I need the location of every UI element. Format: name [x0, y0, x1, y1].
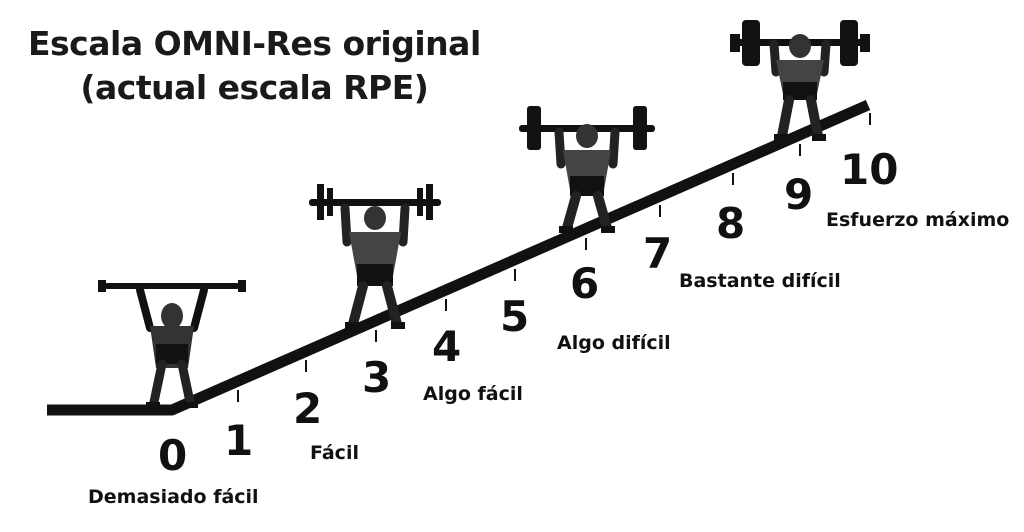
scale-number-9: 9 — [784, 170, 813, 219]
label-algo-dificil: Algo difícil — [557, 332, 671, 354]
effort-ramp — [47, 99, 871, 416]
title-line-2: (actual escala RPE) — [80, 68, 429, 107]
weightlifter-overhead-bar-icon — [98, 280, 246, 408]
diagram-title: Escala OMNI-Res original (actual escala … — [28, 22, 481, 110]
ramp-ticks — [237, 113, 871, 402]
scale-number-2: 2 — [293, 384, 322, 433]
scale-number-6: 6 — [570, 259, 599, 308]
scale-number-8: 8 — [716, 199, 745, 248]
label-esfuerzo-maximo: Esfuerzo máximo — [826, 209, 1009, 231]
label-demasiado-facil: Demasiado fácil — [88, 486, 259, 508]
weightlifter-light-plates-icon — [309, 184, 441, 329]
scale-number-10: 10 — [840, 145, 898, 194]
scale-number-7: 7 — [643, 229, 672, 278]
scale-numbers: 0 1 2 3 4 5 6 7 8 9 10 — [158, 145, 898, 480]
scale-number-5: 5 — [500, 292, 529, 341]
label-algo-facil: Algo fácil — [423, 383, 523, 405]
effort-labels: Demasiado fácil Fácil Algo fácil Algo di… — [88, 209, 1009, 508]
weightlifter-medium-plates-icon — [519, 106, 655, 233]
scale-number-3: 3 — [362, 353, 391, 402]
weightlifter-heavy-plates-icon — [730, 20, 870, 141]
label-bastante-dificil: Bastante difícil — [679, 270, 841, 292]
label-facil: Fácil — [310, 442, 359, 464]
scale-number-0: 0 — [158, 431, 187, 480]
scale-number-4: 4 — [432, 322, 461, 371]
scale-number-1: 1 — [224, 416, 253, 465]
title-line-1: Escala OMNI-Res original — [28, 24, 481, 63]
